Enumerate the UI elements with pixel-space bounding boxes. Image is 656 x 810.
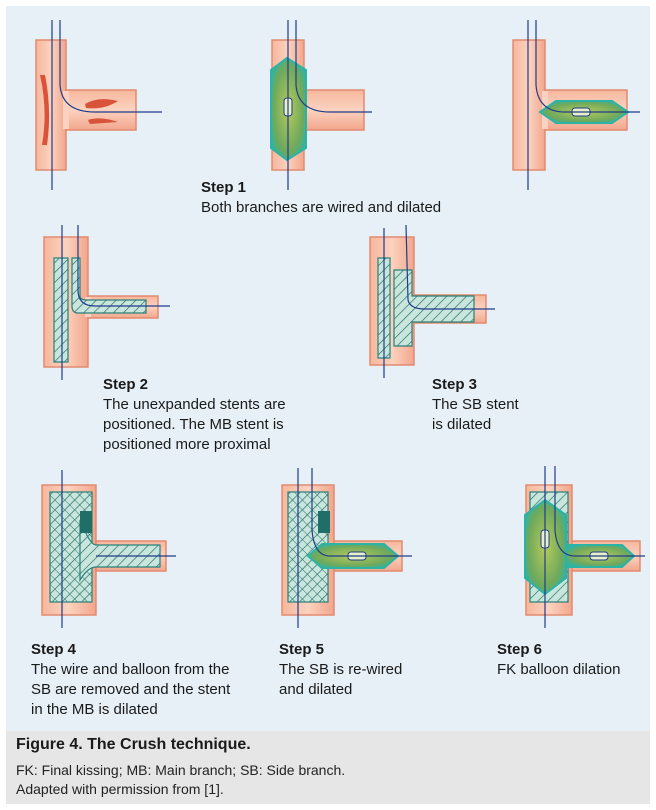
step1-diagram-b — [270, 20, 372, 190]
step-description: The unexpanded stents are — [103, 396, 286, 413]
step2-diagram — [43, 225, 170, 380]
stent-struts — [80, 511, 92, 533]
step-description: is dilated — [432, 416, 492, 433]
figure-caption-abbreviations: FK: Final kissing; MB: Main branch; SB: … — [16, 762, 346, 778]
step-title: Step 4 — [31, 641, 77, 658]
step-title: Step 5 — [279, 641, 325, 658]
sb-wire — [77, 225, 170, 307]
main-branch-vessel — [512, 39, 546, 171]
step-title: Step 2 — [103, 376, 149, 393]
sb-wire — [554, 466, 645, 557]
sb-stent — [71, 257, 147, 314]
step6-diagram — [524, 466, 645, 628]
crushed-sb-stent — [393, 269, 475, 347]
step1-diagram-a — [35, 20, 162, 190]
sb-wire — [59, 20, 162, 113]
figure-caption-source: Adapted with permission from [1]. — [16, 781, 224, 797]
crushed-sb-stent — [79, 519, 161, 583]
plaque — [40, 75, 50, 145]
step-description: The SB is re-wired — [279, 661, 403, 678]
step4-label: Step 4 The wire and balloon from the SB … — [31, 640, 230, 720]
main-branch-vessel — [35, 39, 67, 171]
step1-label: Step 1 Both branches are wired and dilat… — [201, 178, 441, 218]
step-description: in the MB is dilated — [31, 701, 158, 718]
step5-label: Step 5 The SB is re-wired and dilated — [279, 640, 402, 700]
step3-label: Step 3 The SB stent is dilated — [432, 375, 519, 435]
step-description: The wire and balloon from the — [31, 661, 230, 678]
step5-diagram — [281, 468, 412, 628]
crush-technique-diagram — [35, 20, 645, 628]
stent-struts — [318, 511, 330, 533]
mb-stent — [53, 257, 69, 363]
sb-wire — [311, 468, 412, 557]
step6-label: Step 6 FK balloon dilation — [497, 640, 620, 680]
step-description: positioned. The MB stent is — [103, 416, 284, 433]
step-description: SB are removed and the stent — [31, 681, 231, 698]
step3-diagram — [369, 224, 495, 378]
step-description: The SB stent — [432, 396, 519, 413]
step1-diagram-c — [512, 20, 640, 190]
caption-box — [6, 731, 650, 804]
sb-wire — [405, 224, 495, 310]
step-description: and dilated — [279, 681, 353, 698]
sb-wire — [295, 20, 372, 113]
sb-wire — [535, 20, 640, 113]
step4-diagram — [41, 470, 176, 628]
step-description: Both branches are wired and dilated — [201, 199, 442, 216]
step-title: Step 3 — [432, 376, 478, 393]
step2-label: Step 2 The unexpanded stents are positio… — [103, 375, 286, 455]
step-title: Step 1 — [201, 179, 247, 196]
step-title: Step 6 — [497, 641, 543, 658]
side-branch-vessel — [65, 89, 137, 131]
plaque — [85, 99, 118, 109]
step-description: positioned more proximal — [103, 436, 271, 453]
step-description: FK balloon dilation — [497, 661, 621, 678]
junction — [63, 91, 69, 129]
figure-caption-title: Figure 4. The Crush technique. — [16, 736, 251, 753]
plaque — [88, 118, 118, 124]
